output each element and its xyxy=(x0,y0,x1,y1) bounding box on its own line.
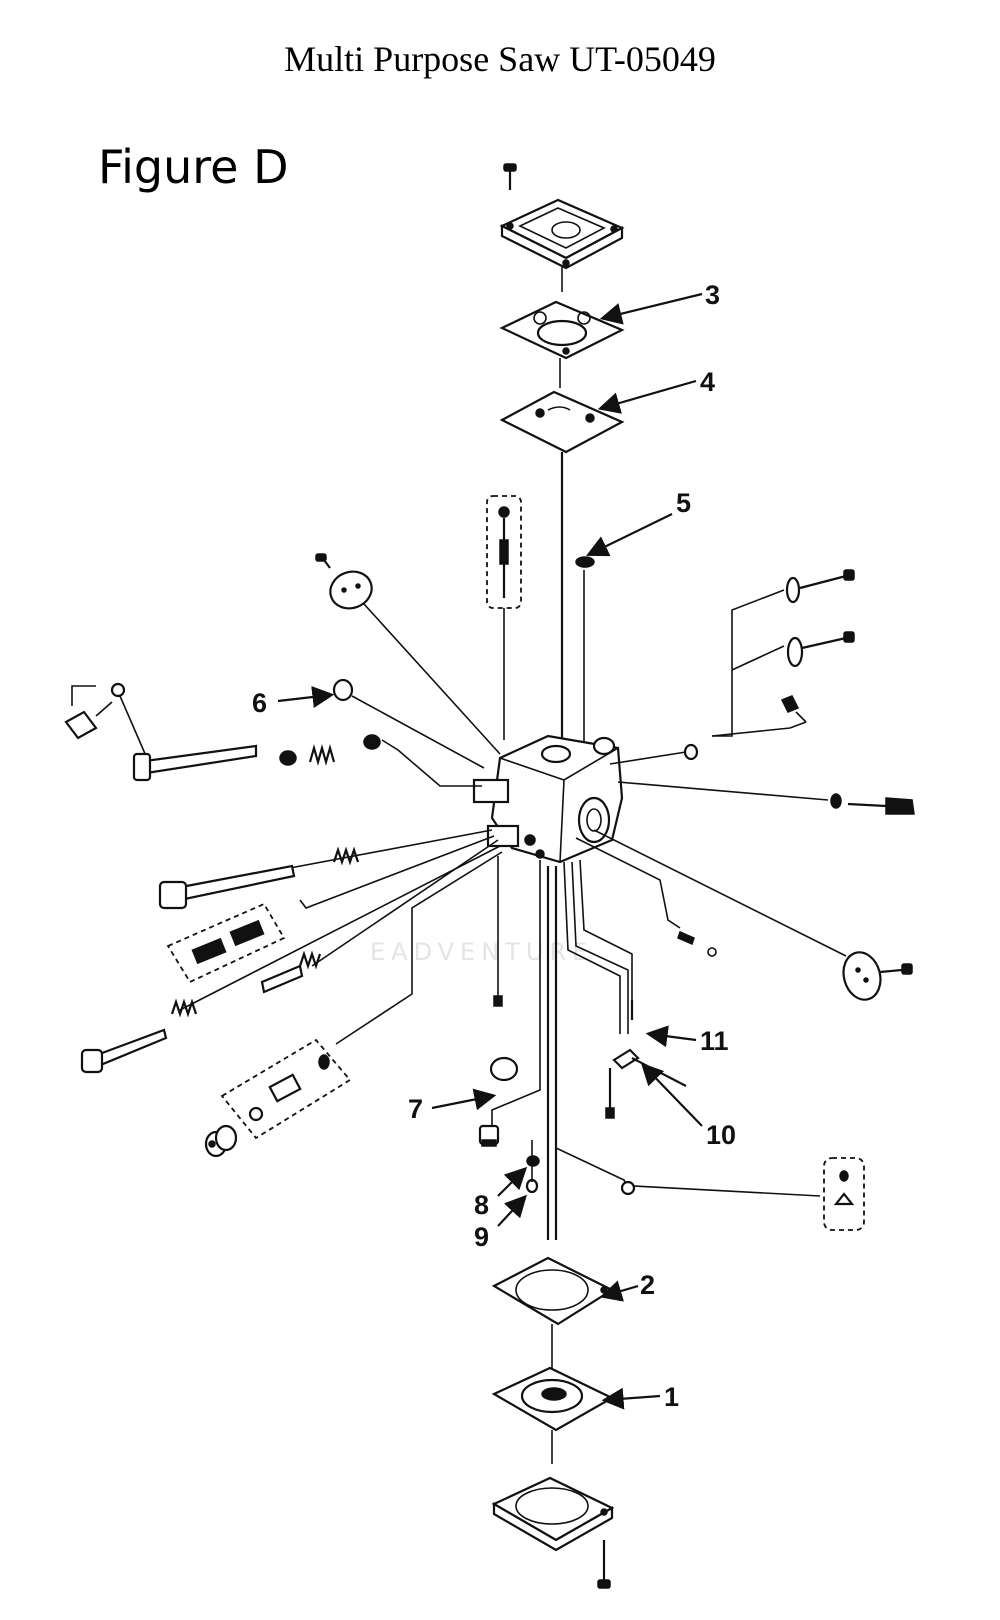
valve-right xyxy=(780,695,807,723)
callout-3: 3 xyxy=(705,280,720,310)
pump-gasket xyxy=(499,300,625,360)
throttle-shaft xyxy=(132,744,258,782)
watermark: EADVENTURE xyxy=(370,938,593,966)
high-speed-needle xyxy=(158,864,296,910)
plug-7 xyxy=(489,1056,519,1082)
callout-11: 11 xyxy=(700,1026,729,1056)
callout-1: 1 xyxy=(664,1382,679,1412)
lever-10 xyxy=(605,1048,687,1119)
dashed-box-right xyxy=(823,1157,865,1231)
document-title: Multi Purpose Saw UT-05049 xyxy=(284,39,716,79)
top-screw xyxy=(503,163,517,190)
idle-screw-right xyxy=(847,797,915,815)
callout-5: 5 xyxy=(676,488,691,518)
cover-disc-right xyxy=(842,951,913,1001)
callout-6: 6 xyxy=(252,688,267,718)
callout-8: 8 xyxy=(474,1190,489,1220)
needle-spring-set xyxy=(486,495,522,609)
figure-label: Figure D xyxy=(98,140,289,194)
idle-spring-left xyxy=(170,998,198,1018)
washer-8 xyxy=(526,1155,540,1167)
needle-spring-upper xyxy=(332,846,360,866)
pin-small xyxy=(677,930,717,957)
fitting-small xyxy=(478,1124,500,1147)
callout-7: 7 xyxy=(408,1094,423,1124)
swivel-fitting xyxy=(64,682,126,740)
callout-2: 2 xyxy=(640,1270,655,1300)
throttle-spring-set xyxy=(279,734,381,767)
plug-6 xyxy=(332,678,354,702)
metering-cover xyxy=(491,1476,615,1552)
fitting-mid-right xyxy=(786,631,855,668)
metering-gasket xyxy=(491,1256,615,1326)
fitting-top-right xyxy=(785,569,855,604)
pump-cover xyxy=(499,198,625,270)
callout-4: 4 xyxy=(700,367,715,397)
cover-disc-left xyxy=(315,553,373,610)
plug-5 xyxy=(575,556,595,568)
metering-diaphragm xyxy=(491,1366,615,1432)
low-speed-needle xyxy=(260,950,322,994)
dashed-box-left-upper xyxy=(166,902,286,984)
carburetor-body xyxy=(472,734,624,864)
fuel-inlet-fitting xyxy=(204,1124,238,1158)
dashed-box-left-lower xyxy=(220,1038,352,1140)
idle-screw-left xyxy=(80,1028,168,1074)
pump-diaphragm xyxy=(499,390,625,454)
bottom-screw xyxy=(597,1540,611,1589)
callout-10: 10 xyxy=(706,1120,736,1150)
callout-9: 9 xyxy=(474,1222,489,1252)
